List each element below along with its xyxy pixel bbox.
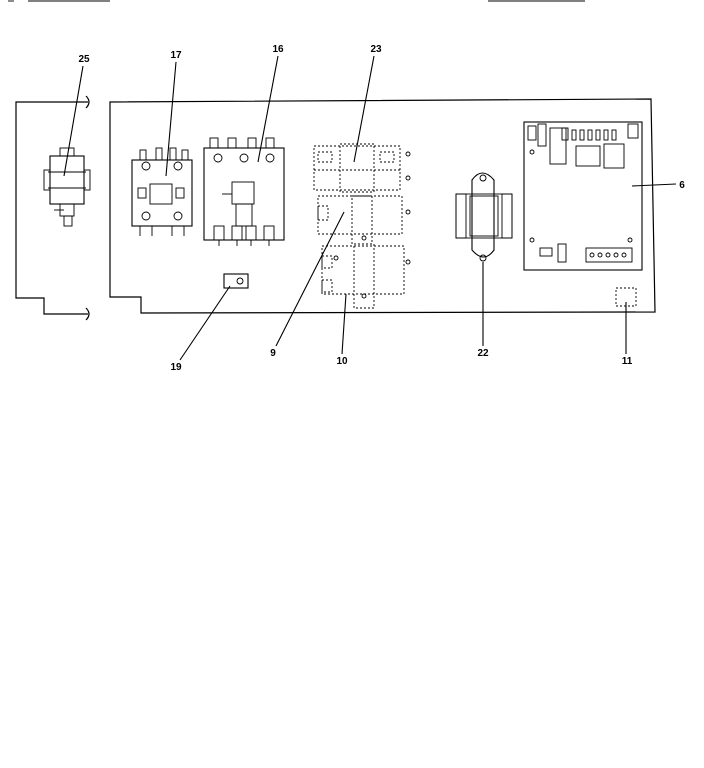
contactor-17 <box>131 147 193 236</box>
relay-23 <box>313 143 411 193</box>
label-11: 11 <box>622 356 633 367</box>
transformer-22 <box>455 172 513 262</box>
relay-10 <box>321 243 411 309</box>
label-6: 6 <box>679 180 685 191</box>
clip-19 <box>223 273 249 289</box>
label-22: 22 <box>477 348 489 359</box>
label-25: 25 <box>78 54 90 65</box>
label-19: 19 <box>170 362 182 373</box>
contactor-16 <box>203 137 285 246</box>
label-23: 23 <box>370 44 382 55</box>
control-panel-outline <box>109 98 656 314</box>
label-16: 16 <box>272 44 284 55</box>
left-side-panel <box>15 95 90 321</box>
label-9: 9 <box>270 348 276 359</box>
leader-lines <box>63 55 677 361</box>
callout-labels: 25 17 16 23 6 19 9 10 22 11 <box>78 44 685 373</box>
control-board-6 <box>523 121 643 271</box>
label-17: 17 <box>170 50 182 61</box>
label-10: 10 <box>336 356 348 367</box>
